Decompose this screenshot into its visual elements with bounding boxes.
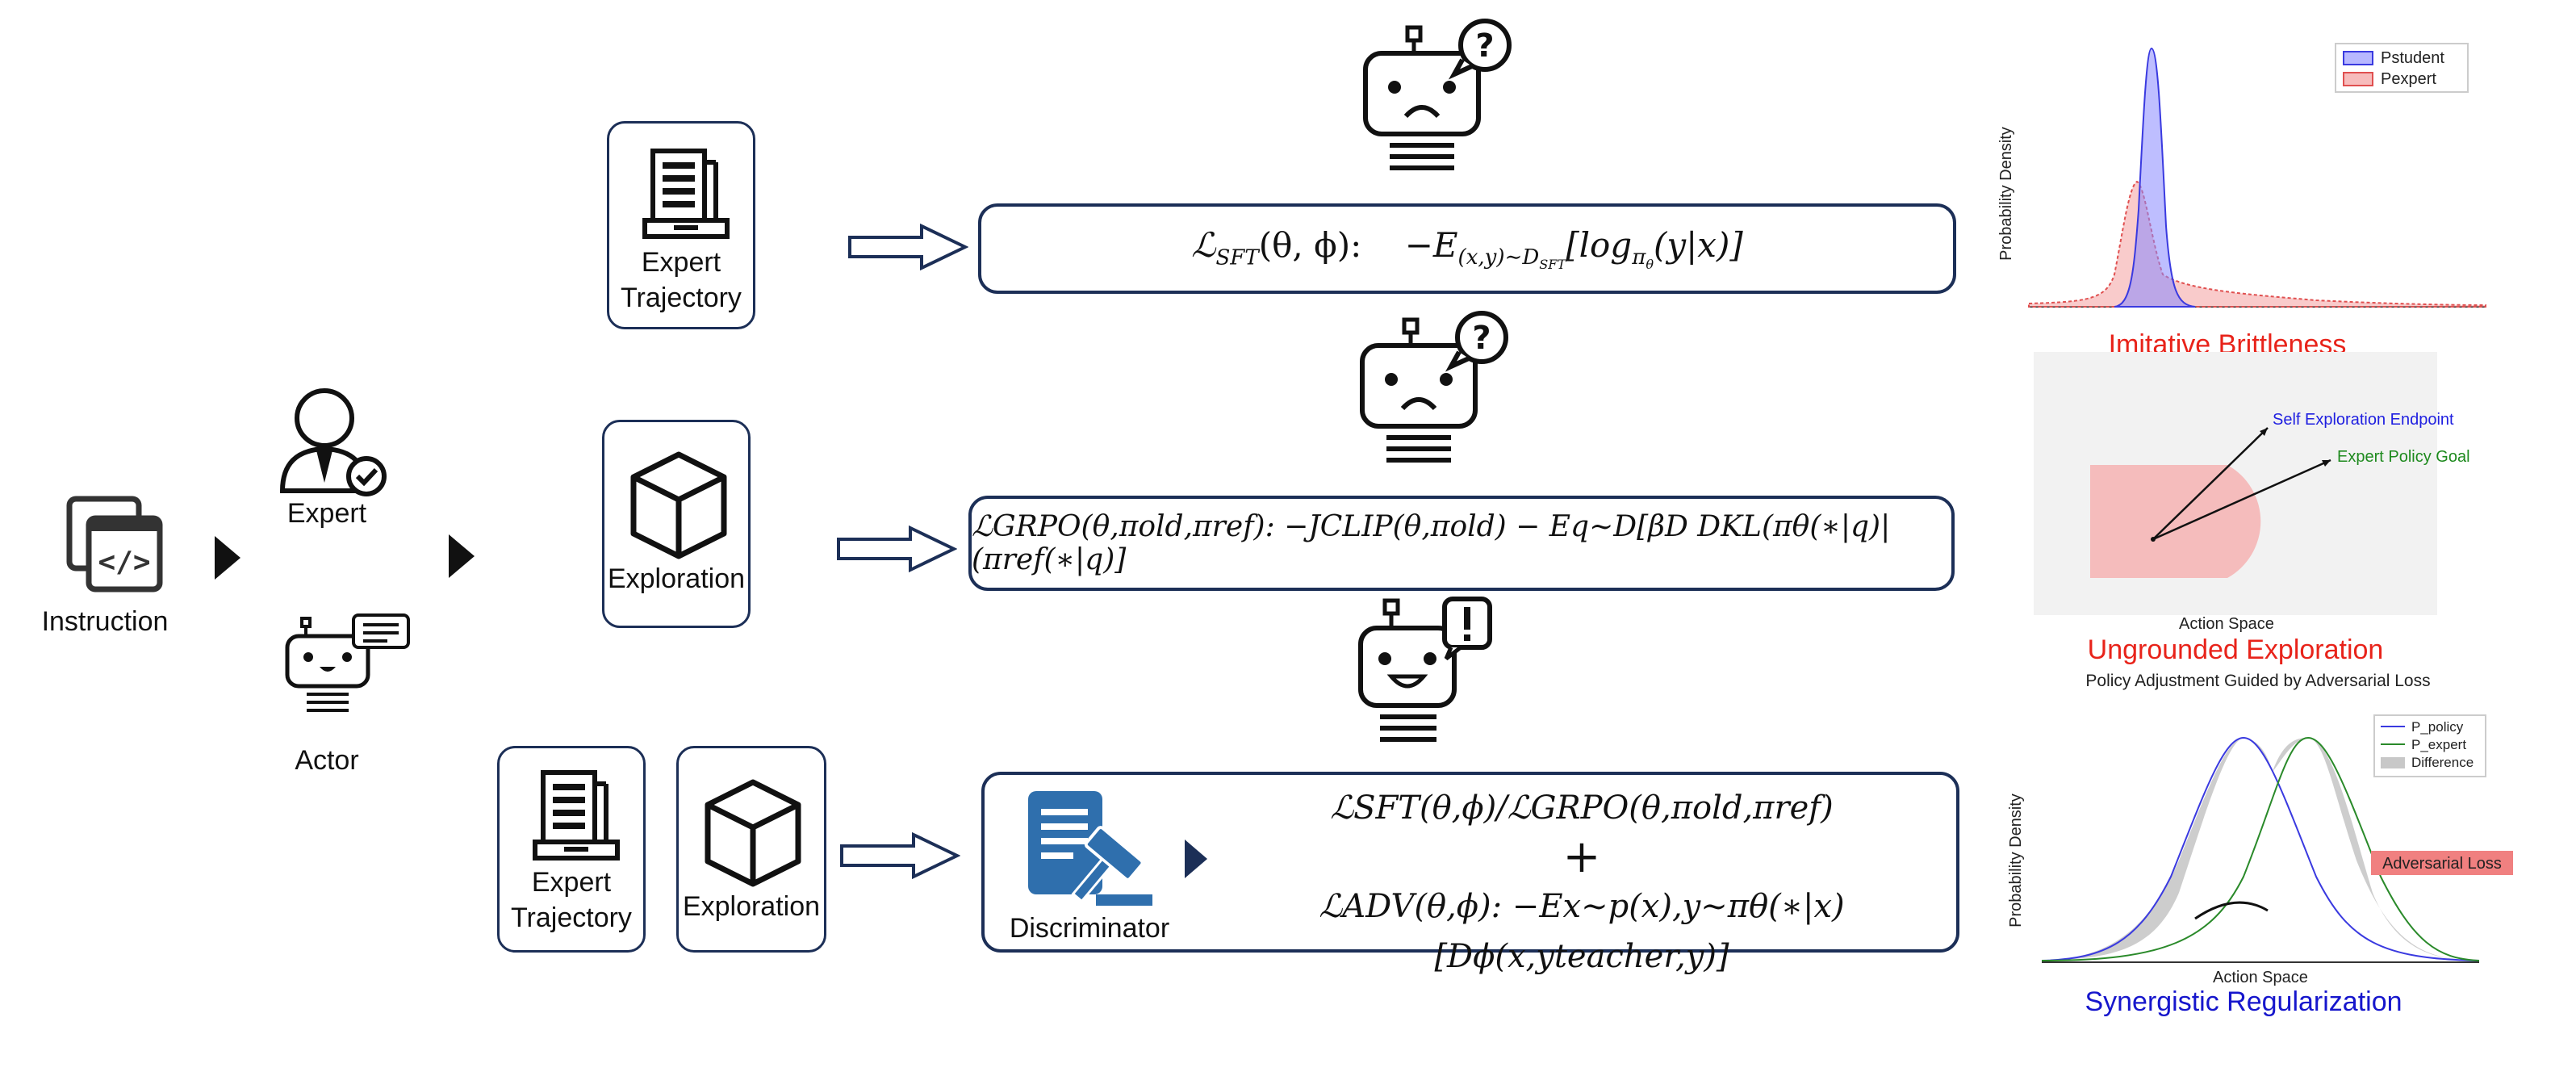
card-label-line2: Trajectory [511,902,632,933]
exploration-card-2: Exploration [676,746,826,953]
chart3-title: Policy Adjustment Guided by Adversarial … [2085,672,2431,690]
discriminator-label: Discriminator [1009,913,1170,944]
adversarial-arc [2194,901,2269,920]
formula-top: ℒSFT(θ,ϕ)/ℒGRPO(θ,πold,πref) [1330,789,1834,827]
document-icon [642,149,730,239]
expert-trajectory-card: Expert Trajectory [607,121,755,329]
expert-policy-vector [2152,459,2331,541]
sft-loss-formula: ℒSFT(θ, ϕ): −E(x,y)∼DSFT[logπθ(y|x)] [978,203,1956,294]
adversarial-loss-badge [2371,851,2513,875]
expert-density-area [2028,180,2486,308]
p-policy-curve [2041,736,2480,961]
confused-robot-icon: ? [1356,310,1517,475]
expert-goal-label: Expert Policy Goal [2337,448,2470,466]
document-icon [533,770,620,861]
arrow-right-icon [215,536,240,583]
cube-icon [705,779,801,887]
actor-robot-icon [282,613,412,727]
hollow-arrow-icon [847,223,969,274]
card-label-line1: Expert [531,867,612,898]
discriminator-gavel-icon [1028,791,1152,906]
formula-bottom: ℒADV(θ,ϕ): −Ex∼p(x),y∼πθ(∗|x)[Dϕ(x,yteac… [1319,888,1845,975]
card-label-line1: Expert [641,247,721,278]
exploration-label: Exploration [607,563,746,594]
grpo-loss-formula: ℒGRPO(θ,πold,πref): −JCLIP(θ,πold) − Eq∼… [968,496,1955,591]
svg-text:?: ? [1475,27,1494,65]
hollow-arrow-icon [839,831,961,883]
expert-trajectory-card-2: Expert Trajectory [497,746,646,953]
alert-robot-icon [1356,596,1517,760]
chart2-title: Ungrounded Exploration [2087,634,2384,665]
hollow-arrow-icon [836,525,958,576]
expert-label: Expert [286,498,367,529]
adversarial-formula-box: Discriminator ℒSFT(θ,ϕ)/ℒGRPO(θ,πold,πre… [981,772,1959,975]
chart1-legend: Pstudent Pexpert [2335,43,2469,93]
confused-robot-icon: ? [1359,18,1520,182]
self-exploration-vector [2152,427,2269,540]
chart-synergistic-regularization: Policy Adjustment Guided by Adversarial … [2001,672,2518,1027]
chart3-legend: P_policy P_expert Difference [2373,714,2486,777]
exploration-card: Exploration [602,420,751,628]
legend-pexpert: Pexpert [2381,70,2436,88]
arrow-right-icon [449,534,475,581]
card-label-line2: Trajectory [621,283,742,313]
expert-icon [278,386,391,499]
svg-text:?: ? [1472,320,1491,357]
chart-imitative-brittleness: Probability Density Pstudent Pexpert Imi… [1993,32,2494,363]
legend-pstudent: Pstudent [2381,49,2444,67]
chart-ungrounded-exploration: Self Exploration Endpoint Expert Policy … [2034,352,2518,670]
cube-icon [630,451,727,559]
instruction-icon: </> [65,494,165,594]
chart3-xlabel: Action Space [2213,969,2308,986]
p-expert-curve [2041,736,2480,961]
chart2-xlabel: Action Space [2179,615,2274,633]
student-density-area [2114,47,2196,308]
exploration-region [2090,465,2261,578]
chart1-ylabel: Probability Density [1997,127,2015,261]
actor-label: Actor [295,745,359,776]
legend-p-policy: P_policy [2411,719,2464,735]
legend-difference: Difference [2411,755,2474,770]
svg-text:</>: </> [98,546,150,579]
self-exploration-label: Self Exploration Endpoint [2273,411,2454,429]
adversarial-loss-label: Adversarial Loss [2382,855,2502,873]
sft-formula-text: ℒSFT(θ, ϕ): −E(x,y)∼DSFT[logπθ(y|x)] [1191,224,1743,273]
chart3-footer: Synergistic Regularization [2085,986,2402,1017]
grpo-formula-text: ℒGRPO(θ,πold,πref): −JCLIP(θ,πold) − Eq∼… [972,510,1891,576]
instruction-label: Instruction [41,606,169,637]
chart3-ylabel: Probability Density [2007,794,2025,928]
formula-plus: + [1562,831,1601,883]
legend-p-expert: P_expert [2411,737,2466,752]
arrow-right-icon [1185,840,1207,881]
exploration-label: Exploration [682,891,821,922]
